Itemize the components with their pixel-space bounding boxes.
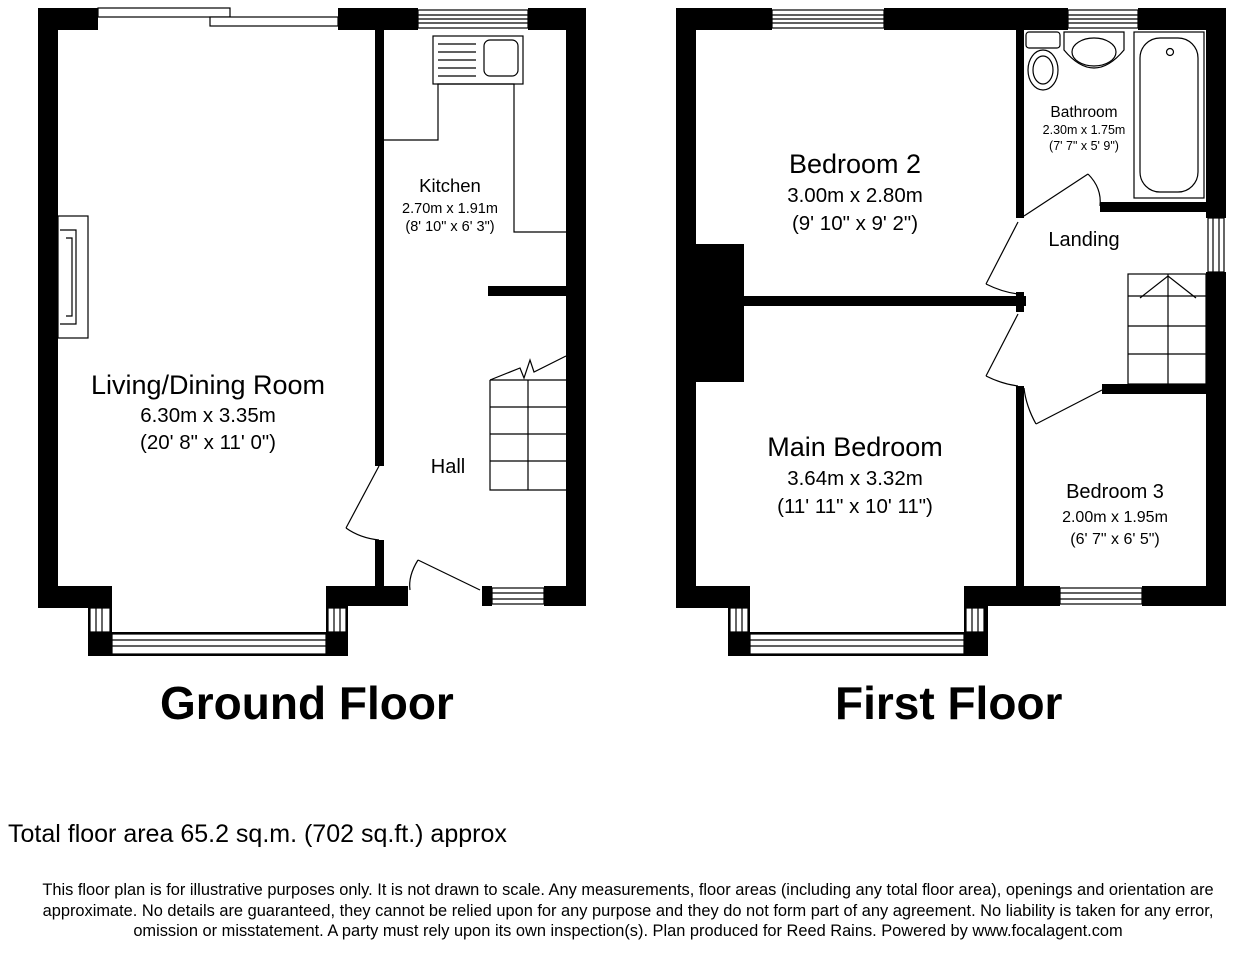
bathroom-size-m: 2.30m x 1.75m bbox=[1043, 123, 1126, 137]
ground-floor-fixtures bbox=[57, 35, 567, 591]
first-bay-window-left bbox=[729, 607, 749, 633]
bathroom-door-swing bbox=[1087, 173, 1101, 207]
main-bedroom-door-swing bbox=[985, 375, 1019, 387]
living-top-window-right bbox=[209, 16, 339, 27]
toilet-icon bbox=[1025, 31, 1061, 91]
ground-floor-windows bbox=[89, 7, 545, 655]
ground-floor-walls bbox=[38, 8, 586, 656]
bay-window-front bbox=[111, 633, 327, 655]
bedroom3-door-swing bbox=[1023, 387, 1037, 425]
first-floor-fixtures bbox=[985, 31, 1207, 425]
hall-name: Hall bbox=[431, 456, 465, 478]
main-bedroom-size-ft: (11' 11" x 10' 11") bbox=[777, 495, 933, 518]
bathroom-name: Bathroom bbox=[1050, 104, 1117, 121]
bedroom2-door-swing bbox=[985, 283, 1019, 295]
bedroom2-size-ft: (9' 10" x 9' 2") bbox=[792, 212, 918, 235]
ground-floor-title: Ground Floor bbox=[160, 677, 454, 729]
ground-floor-plan: Living/Dining Room 6.30m x 3.35m (20' 8"… bbox=[38, 7, 586, 656]
bedroom3-name: Bedroom 3 bbox=[1066, 481, 1164, 503]
kitchen-size-m: 2.70m x 1.91m bbox=[402, 201, 498, 217]
first-floor-title: First Floor bbox=[835, 677, 1063, 729]
first-floor-walls bbox=[676, 8, 1226, 656]
main-bedroom-name: Main Bedroom bbox=[767, 432, 943, 462]
bedroom2-door-leaf bbox=[985, 221, 1019, 285]
bathroom-door-leaf bbox=[1023, 173, 1089, 217]
bedroom3-window bbox=[1059, 587, 1143, 605]
bathroom-size-ft: (7' 7" x 5' 9") bbox=[1049, 139, 1119, 153]
main-bedroom-door-leaf bbox=[985, 313, 1019, 377]
living-door-leaf bbox=[345, 465, 380, 529]
ground-stairs-icon bbox=[489, 355, 567, 491]
landing-window bbox=[1207, 217, 1225, 273]
bedroom3-size-m: 2.00m x 1.95m bbox=[1062, 509, 1168, 526]
disclaimer-text: This floor plan is for illustrative purp… bbox=[42, 881, 1214, 940]
kitchen-worktop bbox=[384, 83, 566, 233]
kitchen-size-ft: (8' 10" x 6' 3") bbox=[405, 219, 494, 235]
kitchen-sink-icon bbox=[432, 35, 524, 85]
bedroom3-size-ft: (6' 7" x 6' 5") bbox=[1070, 531, 1160, 548]
basin-icon bbox=[1063, 31, 1125, 69]
bedroom3-door-leaf bbox=[1035, 389, 1103, 425]
landing-name: Landing bbox=[1048, 229, 1119, 251]
hall-bottom-window bbox=[491, 587, 545, 605]
first-floor-room-labels: Bedroom 2 3.00m x 2.80m (9' 10" x 9' 2")… bbox=[767, 104, 1168, 548]
bay-window-left bbox=[89, 607, 111, 633]
front-door-leaf bbox=[417, 559, 481, 591]
bedroom2-name: Bedroom 2 bbox=[789, 149, 921, 179]
living-top-window-left bbox=[97, 7, 231, 18]
living-room-size-m: 6.30m x 3.35m bbox=[140, 404, 276, 427]
bay-window-right bbox=[327, 607, 347, 633]
living-room-size-ft: (20' 8" x 11' 0") bbox=[140, 431, 276, 454]
kitchen-name: Kitchen bbox=[419, 175, 481, 196]
front-door-swing bbox=[409, 559, 419, 591]
ground-floor-room-labels: Living/Dining Room 6.30m x 3.35m (20' 8"… bbox=[91, 175, 498, 478]
first-floor-windows bbox=[729, 9, 1225, 655]
fireplace-icon bbox=[57, 215, 89, 339]
first-floor-plan: Bedroom 2 3.00m x 2.80m (9' 10" x 9' 2")… bbox=[676, 8, 1226, 656]
bath-icon bbox=[1133, 31, 1205, 199]
main-bedroom-size-m: 3.64m x 3.32m bbox=[787, 467, 923, 490]
total-floor-area: Total floor area 65.2 sq.m. (702 sq.ft.)… bbox=[8, 820, 507, 848]
first-bay-window-front bbox=[749, 633, 965, 655]
first-stairs-icon bbox=[1127, 273, 1207, 385]
bedroom2-size-m: 3.00m x 2.80m bbox=[787, 184, 923, 207]
living-room-name: Living/Dining Room bbox=[91, 370, 325, 400]
living-door-swing bbox=[345, 527, 380, 541]
first-bay-window-right bbox=[965, 607, 985, 633]
